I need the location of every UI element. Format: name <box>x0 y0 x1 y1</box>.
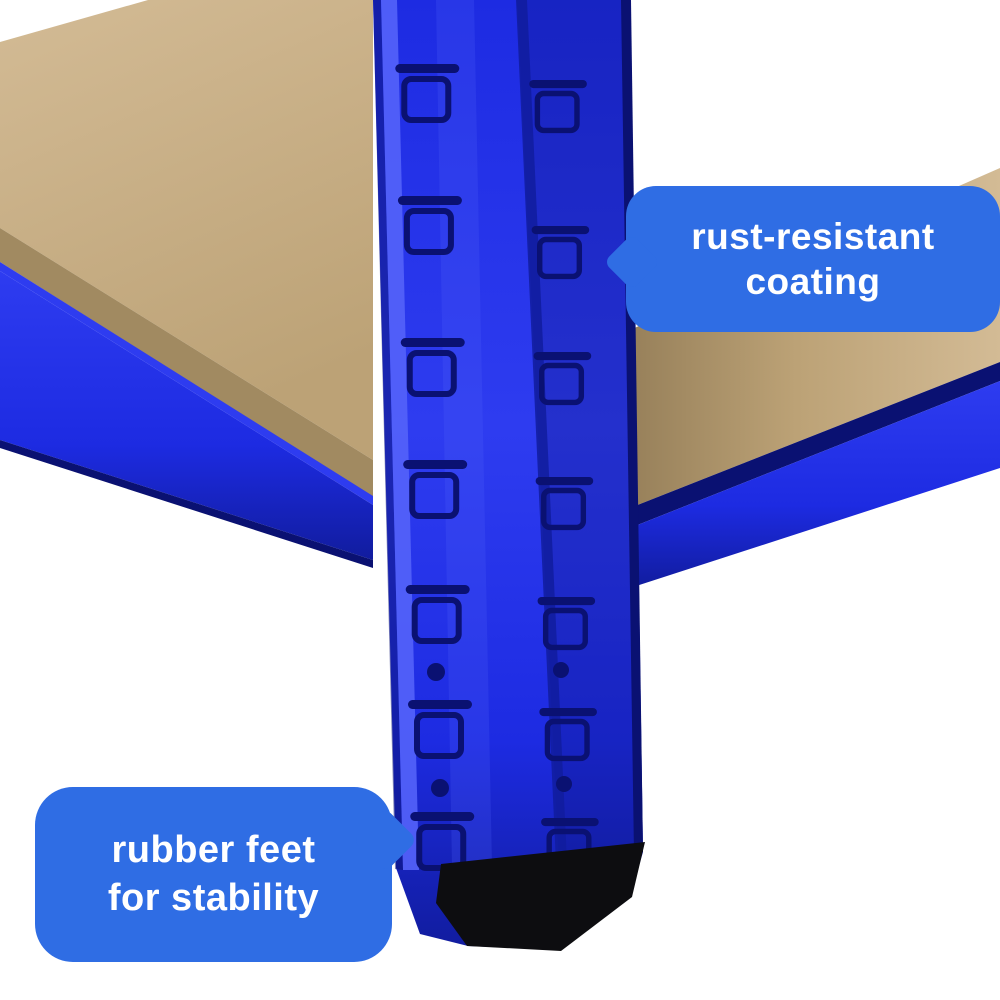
upright-post-left-contour <box>373 0 403 870</box>
post-slot <box>533 352 592 406</box>
post-slots <box>395 64 599 872</box>
shelf-beam-right-lip <box>630 362 1000 528</box>
post-slot <box>405 585 470 644</box>
post-hole <box>556 776 572 792</box>
post-slot <box>397 196 462 255</box>
callout-rubber-feet-label: rubber feet for stability <box>107 828 320 919</box>
post-slot <box>395 64 460 123</box>
upright-post-left-highlight <box>381 0 419 870</box>
post-hole <box>553 662 569 678</box>
post-slot <box>400 338 465 397</box>
post-hole <box>431 779 449 797</box>
callout-rubber-feet: rubber feet for stability <box>35 787 392 962</box>
shelf-beam-left-shadow-edge <box>0 440 373 568</box>
rubber-foot <box>436 842 645 951</box>
post-slot <box>539 708 597 762</box>
post-slot <box>529 80 587 134</box>
post-slot <box>403 460 468 519</box>
shelf-board-edge-left <box>0 228 373 497</box>
post-slot <box>531 226 590 280</box>
post-hole <box>427 663 445 681</box>
post-slot <box>537 597 596 651</box>
shelf-beam-left <box>0 271 373 560</box>
callout-rust-resistant-coating: rust-resistant coating <box>626 186 1000 332</box>
callout-rust-resistant-coating-label: rust-resistant coating <box>691 215 935 302</box>
shelf-board-left <box>0 0 373 460</box>
post-slot <box>535 477 594 531</box>
shelf-beam-left-highlight <box>0 262 373 505</box>
post-slot <box>408 700 472 759</box>
shelf-beam-right <box>630 381 1000 588</box>
